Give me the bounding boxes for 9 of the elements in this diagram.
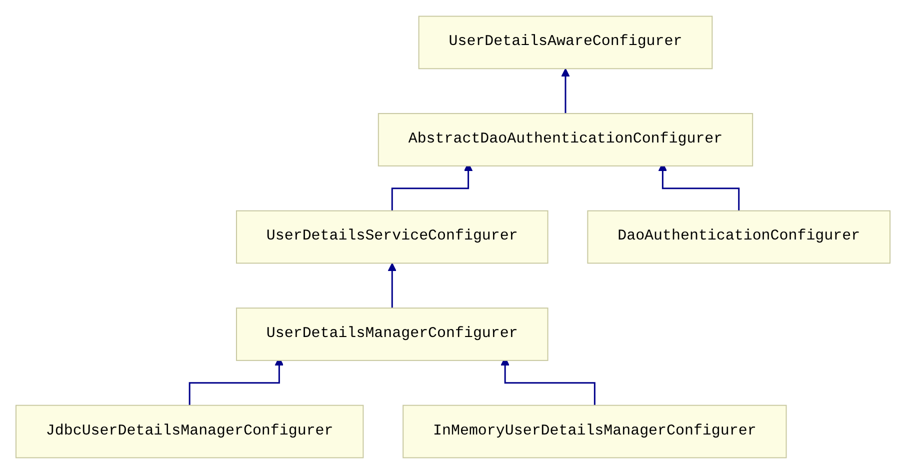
- arrow: [388, 262, 397, 308]
- node-box: AbstractDaoAuthenticationConfigurer: [378, 112, 754, 166]
- node-box: UserDetailsManagerConfigurer: [236, 307, 548, 360]
- node-box: JdbcUserDetailsManagerConfigurer: [15, 404, 364, 458]
- node-box: DaoAuthenticationConfigurer: [587, 210, 891, 264]
- node-box: InMemoryUserDetailsManagerConfigurer: [402, 404, 787, 458]
- node-box: UserDetailsServiceConfigurer: [236, 210, 548, 264]
- arrow: [561, 68, 570, 114]
- node-box: UserDetailsAwareConfigurer: [418, 15, 713, 69]
